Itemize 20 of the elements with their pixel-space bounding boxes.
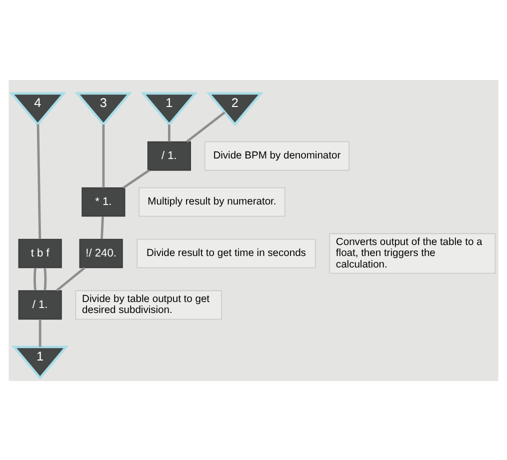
node-box: Divide by table output to get desired subdivision. bbox=[75, 290, 222, 320]
node-box: Multiply result by numerator. bbox=[138, 186, 286, 216]
connector bbox=[168, 124, 170, 142]
node-box: Converts output of the table to a float, then triggers the calculation. bbox=[329, 232, 496, 274]
node-box: Divide BPM by denominator bbox=[204, 140, 350, 170]
connector bbox=[102, 124, 105, 188]
connector bbox=[34, 267, 36, 290]
node-box: t b f bbox=[18, 238, 62, 268]
connector bbox=[36, 124, 42, 239]
node-box: / 1. bbox=[18, 290, 62, 320]
connector bbox=[56, 266, 86, 291]
node-box: !/ 240. bbox=[79, 238, 123, 268]
connector bbox=[38, 318, 42, 346]
node-box: / 1. bbox=[147, 140, 191, 170]
connector bbox=[122, 168, 150, 188]
connector bbox=[186, 111, 226, 142]
connector bbox=[100, 216, 104, 239]
node-box: Divide result to get time in seconds bbox=[136, 238, 316, 268]
connector bbox=[44, 267, 47, 290]
node-box: * 1. bbox=[82, 186, 126, 216]
